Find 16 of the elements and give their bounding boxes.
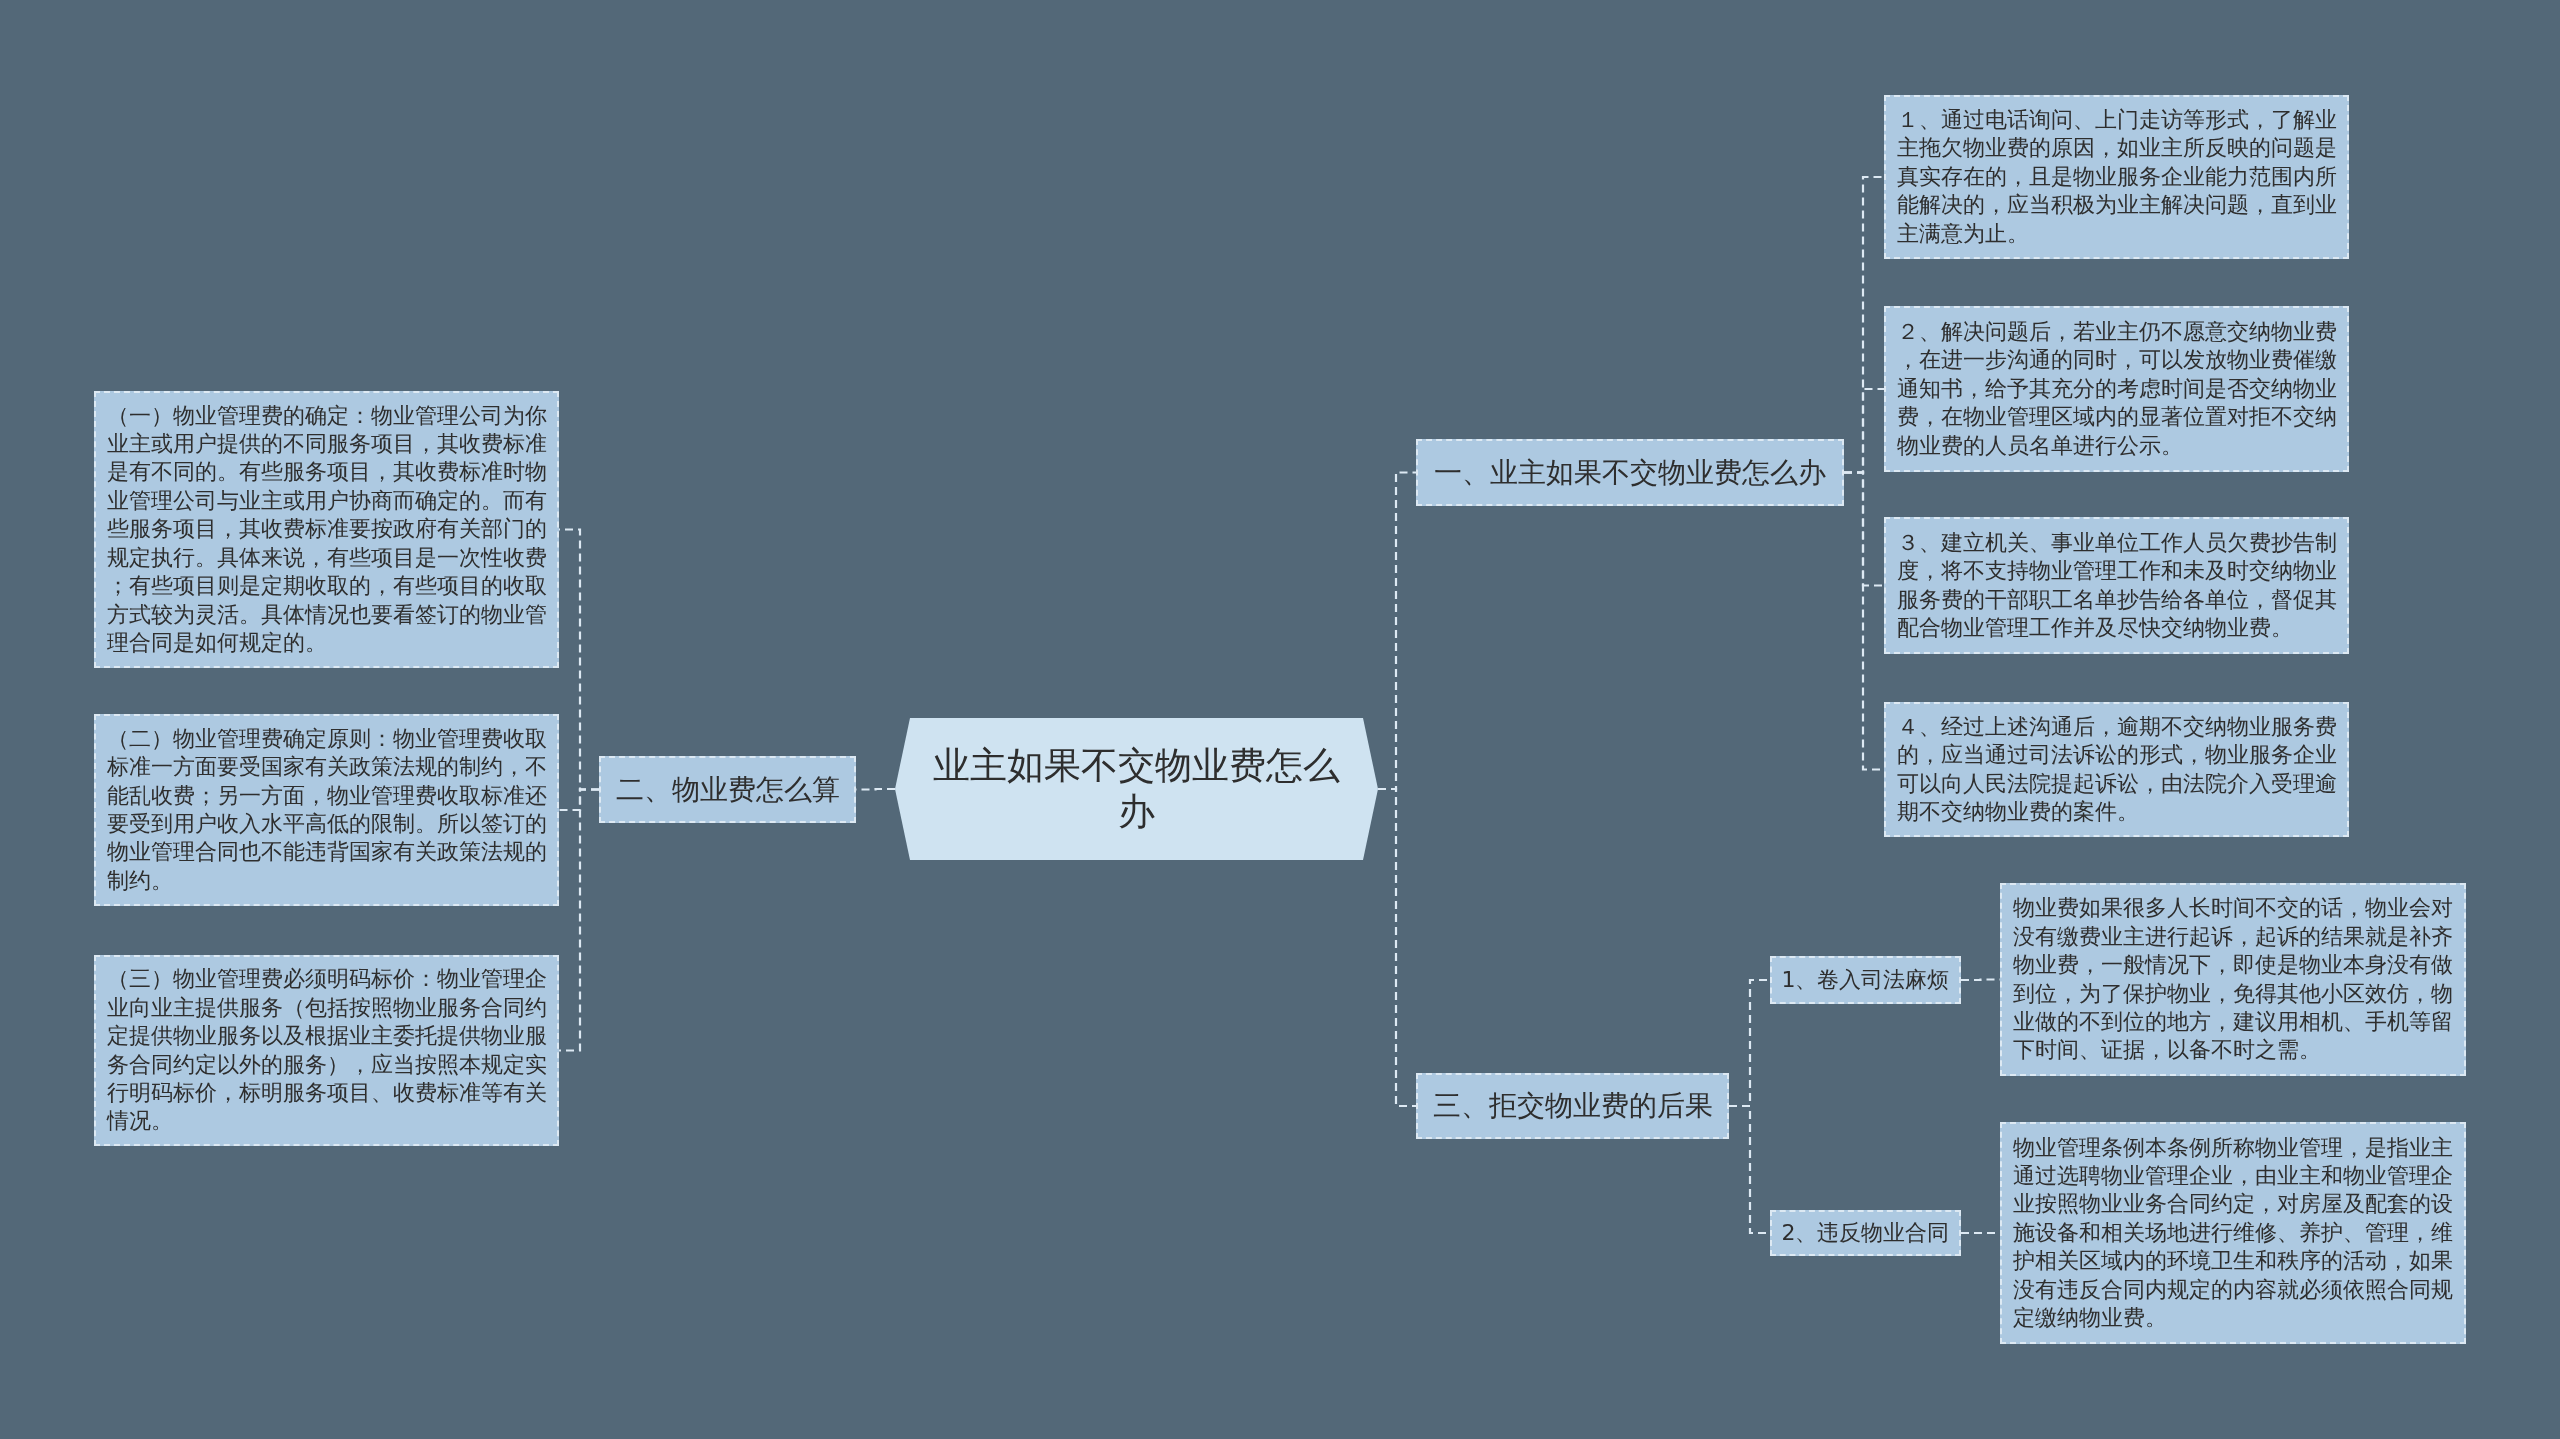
detail-box: 物业费如果很多人长时间不交的话，物业会对没有缴费业主进行起诉，起诉的结果就是补齐物业费，一般情况下，即使是物业本身没有做到位，为了保护物业，免得其他小区效仿，物业做的不到位的地方，建议用相机、手机等留下时间、证据，以备不时之需。: [2000, 883, 2466, 1076]
detail-box: ４、经过上述沟通后，逾期不交纳物业服务费的，应当通过司法诉讼的形式，物业服务企业可以向人民法院提起诉讼，由法院介入受理逾期不交纳物业费的案件。: [1884, 702, 2349, 837]
detail-box: １、通过电话询问、上门走访等形式，了解业主拖欠物业费的原因，如业主所反映的问题是真实存在的，且是物业服务企业能力范围内所能解决的，应当积极为业主解决问题，直到业主满意为止。: [1884, 95, 2349, 259]
connector-line: [1378, 787, 1416, 1108]
subtopic-box: 1、卷入司法麻烦: [1770, 956, 1961, 1004]
detail-box: 物业管理条例本条例所称物业管理，是指业主通过选聘物业管理企业，由业主和物业管理企业按照物业业务合同约定，对房屋及配套的设施设备和相关场地进行维修、养护、管理，维护相关区域内的环境卫生和秩序的活动，如果没有违反合同内规定的内容就必须依照合同规定缴纳物业费。: [2000, 1122, 2466, 1344]
detail-box: ３、建立机关、事业单位工作人员欠费抄告制度，将不支持物业管理工作和未及时交纳物业服务费的干部职工名单抄告给各单位，督促其配合物业管理工作并及尽快交纳物业费。: [1884, 517, 2349, 654]
topic-box: 三、拒交物业费的后果: [1416, 1073, 1729, 1139]
detail-box: ２、解决问题后，若业主仍不愿意交纳物业费，在进一步沟通的同时，可以发放物业费催缴通知书，给予其充分的考虑时间是否交纳物业费，在物业管理区域内的显著位置对拒不交纳物业费的人员名单进行公示。: [1884, 306, 2349, 472]
subtopic-box: 2、违反物业合同: [1770, 1210, 1961, 1256]
topic-box: 二、物业费怎么算: [599, 756, 856, 823]
detail-box: （三）物业管理费必须明码标价：物业管理企业向业主提供服务（包括按照物业服务合同约定提供物业服务以及根据业主委托提供物业服务合同约定以外的服务），应当按照本规定实行明码标价，标明服务项目、收费标准等有关情况。: [94, 955, 559, 1146]
topic-box: 一、业主如果不交物业费怎么办: [1416, 439, 1844, 506]
detail-box: （一）物业管理费的确定：物业管理公司为你业主或用户提供的不同服务项目，其收费标准是有不同的。有些服务项目，其收费标准时物业管理公司与业主或用户协商而确定的。而有些服务项目，其收费标准要按政府有关部门的规定执行。具体来说，有些项目是一次性收费；有些项目则是定期收取的，有些项目的收取方式较为灵活。具体情况也要看签订的物业管理合同是如何规定的。: [94, 391, 559, 668]
detail-box: （二）物业管理费确定原则：物业管理费收取标准一方面要受国家有关政策法规的制约，不能乱收费；另一方面，物业管理费收取标准还要受到用户收入水平高低的限制。所以签订的物业管理合同也不能违背国家有关政策法规的制约。: [94, 714, 559, 906]
central-topic: 业主如果不交物业费怎么办: [895, 718, 1378, 860]
